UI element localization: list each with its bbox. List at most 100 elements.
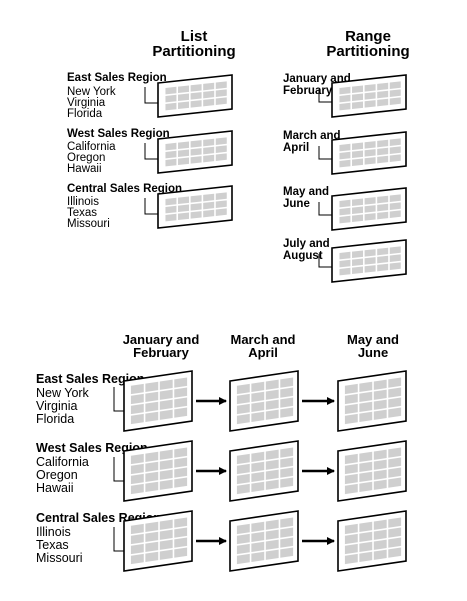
table-partition-icon — [331, 74, 407, 118]
table-cell — [265, 479, 279, 490]
table-cell — [352, 142, 364, 151]
table-cell — [265, 459, 279, 470]
list-partitioning-header: List Partitioning — [152, 28, 236, 60]
table-cell — [215, 137, 227, 145]
table-cell — [280, 397, 294, 408]
table-cell — [344, 453, 358, 465]
table-cell — [174, 467, 188, 478]
table-cell — [178, 204, 190, 213]
list-region-label: East Sales Region — [67, 72, 167, 84]
table-cell — [215, 89, 227, 97]
list-state-label: Illinois — [67, 196, 99, 208]
table-cell — [352, 214, 364, 223]
table-cell — [236, 543, 250, 555]
table-cell — [236, 413, 250, 425]
table-cell — [359, 521, 373, 533]
composite-state-label: Illinois — [36, 525, 71, 539]
connector-line — [318, 89, 332, 103]
table-cell — [389, 202, 401, 210]
table-cell — [203, 209, 215, 218]
table-cell — [344, 523, 358, 535]
table-cell — [159, 529, 173, 540]
table-cell — [174, 457, 188, 468]
table-cell — [339, 102, 351, 111]
table-cell — [215, 145, 227, 153]
table-cell — [178, 196, 190, 205]
table-cell — [145, 541, 159, 553]
table-cell — [178, 212, 190, 221]
table-cell — [359, 471, 373, 483]
table-cell — [389, 89, 401, 97]
table-cell — [389, 254, 401, 262]
table-cell — [145, 461, 159, 473]
table-cell — [203, 154, 215, 163]
table-cell — [364, 205, 376, 213]
table-cell — [165, 197, 177, 206]
table-cell — [352, 85, 364, 94]
connector-line — [144, 143, 158, 160]
table-cell — [377, 255, 389, 264]
table-cell — [174, 477, 188, 488]
table-cell — [280, 407, 294, 418]
table-cell — [377, 90, 389, 99]
table-cell — [352, 266, 364, 275]
label-connector — [318, 202, 332, 216]
table-cell — [339, 159, 351, 168]
table-cell — [388, 447, 402, 458]
table-cell — [190, 156, 202, 164]
table-cell — [280, 537, 294, 548]
table-cell — [215, 200, 227, 208]
table-cell — [190, 148, 202, 156]
table-partition-icon — [337, 510, 407, 572]
table-cell — [159, 389, 173, 400]
table-cell — [265, 529, 279, 540]
composite-column-header: January and February — [122, 332, 200, 360]
table-cell — [344, 463, 358, 475]
table-cell — [339, 151, 351, 160]
table-cell — [165, 205, 177, 214]
table-cell — [174, 397, 188, 408]
table-cell — [190, 211, 202, 219]
table-cell — [377, 263, 389, 272]
table-cell — [251, 381, 265, 393]
table-cell — [236, 393, 250, 405]
table-cell — [373, 479, 387, 490]
table-cell — [359, 401, 373, 413]
label-connector — [113, 457, 124, 482]
table-cell — [251, 521, 265, 533]
table-cell — [373, 379, 387, 390]
table-cell — [377, 247, 389, 256]
table-cell — [373, 459, 387, 470]
table-cell — [145, 551, 159, 563]
table-cell — [377, 155, 389, 164]
table-cell — [159, 399, 173, 410]
table-cell — [377, 82, 389, 91]
table-cell — [174, 447, 188, 458]
table-cell — [389, 154, 401, 162]
table-cell — [364, 100, 376, 108]
table-cell — [251, 481, 265, 493]
table-cell — [280, 477, 294, 488]
table-cell — [130, 413, 144, 425]
table-cell — [159, 479, 173, 490]
table-cell — [389, 262, 401, 270]
table-cell — [130, 463, 144, 475]
table-cell — [265, 449, 279, 460]
table-cell — [251, 551, 265, 563]
table-cell — [130, 453, 144, 465]
table-cell — [174, 547, 188, 558]
table-cell — [344, 553, 358, 565]
table-cell — [373, 539, 387, 550]
table-cell — [178, 141, 190, 150]
table-cell — [236, 483, 250, 495]
table-partition-icon — [123, 510, 193, 572]
table-partition-icon — [331, 239, 407, 283]
table-cell — [344, 393, 358, 405]
table-cell — [359, 411, 373, 423]
label-connector — [144, 87, 158, 104]
table-cell — [265, 519, 279, 530]
table-cell — [388, 537, 402, 548]
table-cell — [165, 150, 177, 159]
connector-line — [113, 387, 124, 412]
table-cell — [377, 98, 389, 107]
